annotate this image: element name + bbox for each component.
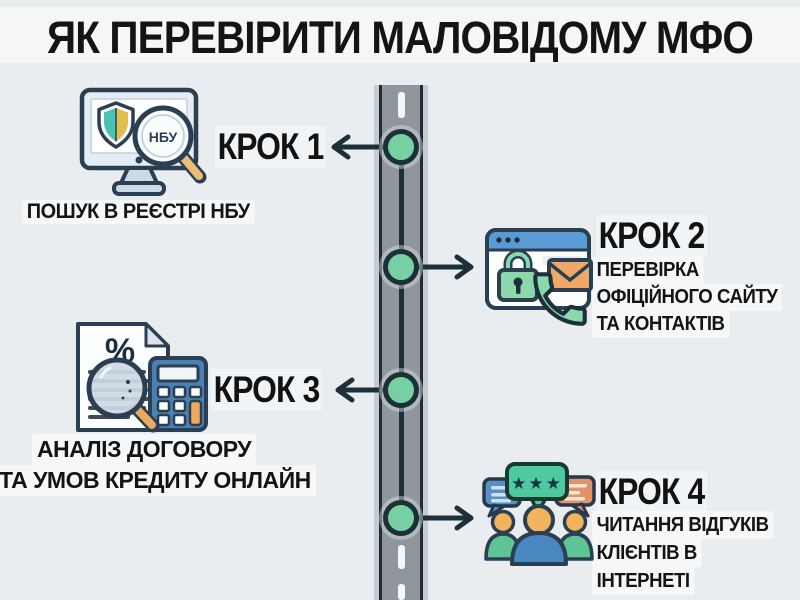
review-stars-text: ★★★ — [511, 474, 563, 494]
shield-icon — [97, 101, 135, 149]
caption-line: ЧИТАННЯ ВІДГУКІВ — [592, 511, 774, 539]
magnifier-nbu-text: НБУ — [149, 129, 178, 145]
timeline-node-2 — [383, 249, 419, 285]
step2-label: КРОК 2 — [596, 215, 707, 257]
magnifier-icon — [86, 357, 160, 433]
step4-label: КРОК 4 — [596, 471, 707, 513]
road-center-dash — [398, 92, 405, 118]
speech-bubble-stars-icon: ★★★ — [505, 462, 569, 514]
caption-line: ТА КОНТАКТІВ — [592, 311, 730, 338]
page-title: ЯК ПЕРЕВІРИТИ МАЛОВІДОМУ МФО — [46, 12, 754, 63]
road-center-dash — [398, 545, 405, 569]
browser-lock-contacts-icon — [485, 228, 593, 326]
timeline-connector-line — [399, 147, 404, 518]
person-center-icon — [510, 504, 568, 566]
phone-icon — [533, 272, 587, 326]
caption-line: КЛІЄНТІВ В — [592, 539, 702, 567]
timeline-node-3 — [383, 372, 419, 408]
envelope-icon — [547, 258, 593, 292]
nbu-magnifier-icon: НБУ — [132, 105, 207, 184]
caption-line: ІНТЕРНЕТІ — [592, 567, 695, 595]
step3-label: КРОК 3 — [211, 369, 322, 411]
step3-caption: АНАЛІЗ ДОГОВОРУ ТА УМОВ КРЕДИТУ ОНЛАЙН — [0, 434, 316, 496]
timeline-node-4 — [383, 500, 419, 536]
calculator-icon — [148, 356, 208, 432]
caption-line: АНАЛІЗ ДОГОВОРУ — [31, 434, 257, 465]
title-band — [0, 7, 800, 63]
caption-line: ПОШУК В РЕЄСТРІ НБУ — [22, 200, 255, 224]
timeline-node-1 — [383, 129, 419, 165]
caption-line: ТА УМОВ КРЕДИТУ ОНЛАЙН — [0, 465, 316, 496]
caption-line: ОФІЦІЙНОГО САЙТУ — [592, 284, 783, 311]
people-reviews-icon: ★★★ — [482, 462, 596, 566]
lock-icon — [497, 249, 539, 302]
document-calculator-magnifier-icon: % — [76, 322, 208, 433]
monitor-shield-magnifier-icon: НБУ — [79, 87, 207, 196]
road-center-dash — [398, 584, 405, 600]
step4-caption: ЧИТАННЯ ВІДГУКІВ КЛІЄНТІВ В ІНТЕРНЕТІ — [592, 511, 774, 595]
step2-caption: ПЕРЕВІРКА ОФІЦІЙНОГО САЙТУ ТА КОНТАКТІВ — [592, 257, 783, 338]
step1-label: КРОК 1 — [215, 126, 326, 168]
step1-caption: ПОШУК В РЕЄСТРІ НБУ — [22, 200, 255, 224]
caption-line: ПЕРЕВІРКА — [592, 257, 704, 284]
